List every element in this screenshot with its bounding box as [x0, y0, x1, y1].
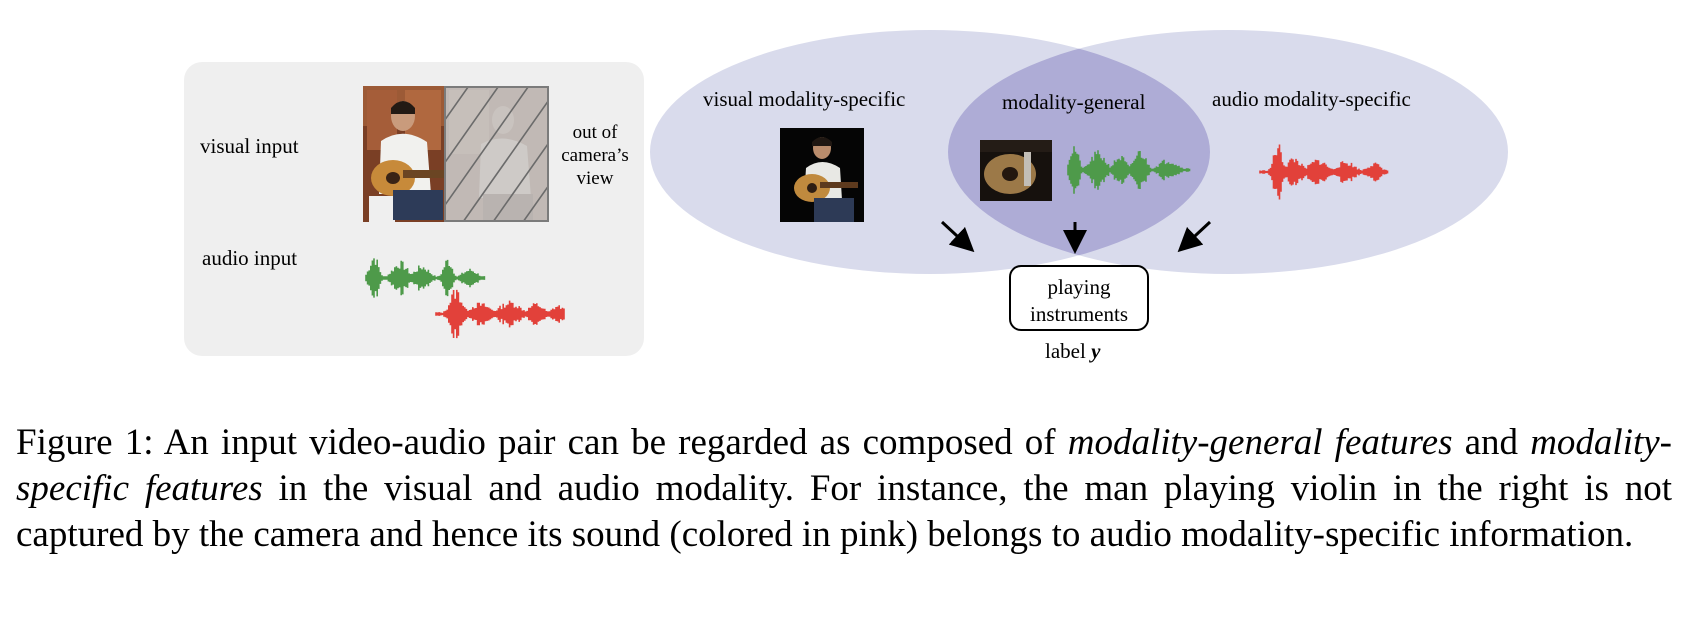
caption-rest: in the visual and audio modality. For in…: [16, 468, 1672, 555]
audio-input-waveforms: [365, 258, 565, 339]
audio-input-label: audio input: [202, 246, 298, 270]
green-waveform: [365, 258, 486, 298]
label-line-2: instruments: [1030, 302, 1128, 326]
caption-mid: and: [1452, 422, 1531, 463]
audio-specific-label: audio modality-specific: [1212, 87, 1411, 111]
video-frame-thumbnail: [363, 86, 549, 222]
venn-diagram: [650, 30, 1508, 274]
visual-input-label: visual input: [200, 134, 299, 158]
note-line: camera’s: [561, 145, 629, 166]
arrows: [940, 220, 1212, 254]
label-y-caption: label y: [1045, 339, 1100, 363]
visual-specific-label: visual modality-specific: [703, 87, 906, 111]
caption-prefix: Figure 1: An input video-audio pair can …: [16, 422, 1068, 463]
general-label: modality-general: [1002, 90, 1146, 114]
out-of-view-note: out of camera’s view: [552, 121, 638, 190]
general-thumbnail: [980, 140, 1052, 201]
note-line: view: [576, 168, 614, 189]
figure-1: visual input audio input: [184, 30, 1508, 363]
label-text: label: [1045, 339, 1092, 363]
overlap-region: [948, 30, 1210, 274]
visual-specific-thumbnail: [780, 128, 864, 222]
audio-specific-waveform: [1259, 144, 1389, 200]
label-line-1: playing: [1047, 275, 1111, 299]
label-box: playing instruments: [1009, 265, 1149, 331]
label-variable: y: [1091, 339, 1101, 363]
red-waveform: [435, 289, 565, 339]
figure-caption: Figure 1: An input video-audio pair can …: [16, 420, 1672, 558]
arrow-from-visual: [940, 220, 975, 253]
caption-term-specific: modality-specific features: [16, 422, 1672, 509]
general-audio-waveform: [1067, 146, 1191, 194]
caption-term-general: modality-general features: [1067, 422, 1453, 463]
note-line: out of: [572, 122, 618, 143]
arrow-from-audio: [1177, 220, 1212, 253]
